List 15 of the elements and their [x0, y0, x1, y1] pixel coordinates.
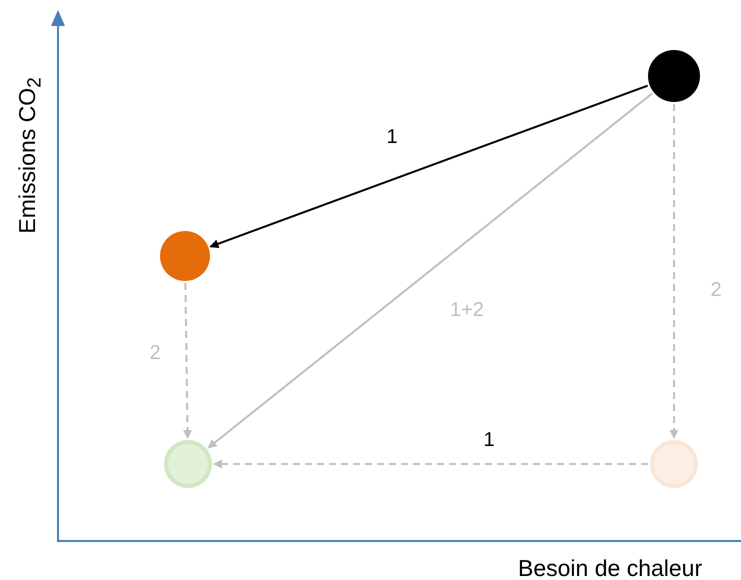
edge-label: 2 — [150, 343, 161, 363]
circle-marker — [650, 440, 698, 488]
circle-marker — [648, 50, 700, 102]
arrow — [210, 84, 648, 248]
edge-label: 1 — [386, 127, 398, 147]
axis-label: Besoin de chaleur — [518, 556, 702, 580]
arrow — [208, 92, 653, 449]
arrow — [213, 460, 648, 468]
edge-label: 2 — [710, 280, 722, 300]
arrow — [670, 104, 678, 439]
arrow — [183, 282, 192, 439]
circle-marker — [164, 440, 212, 488]
edge-label: 1+2 — [450, 300, 484, 320]
edge-label: 1 — [484, 430, 495, 450]
circle-marker — [160, 231, 210, 281]
